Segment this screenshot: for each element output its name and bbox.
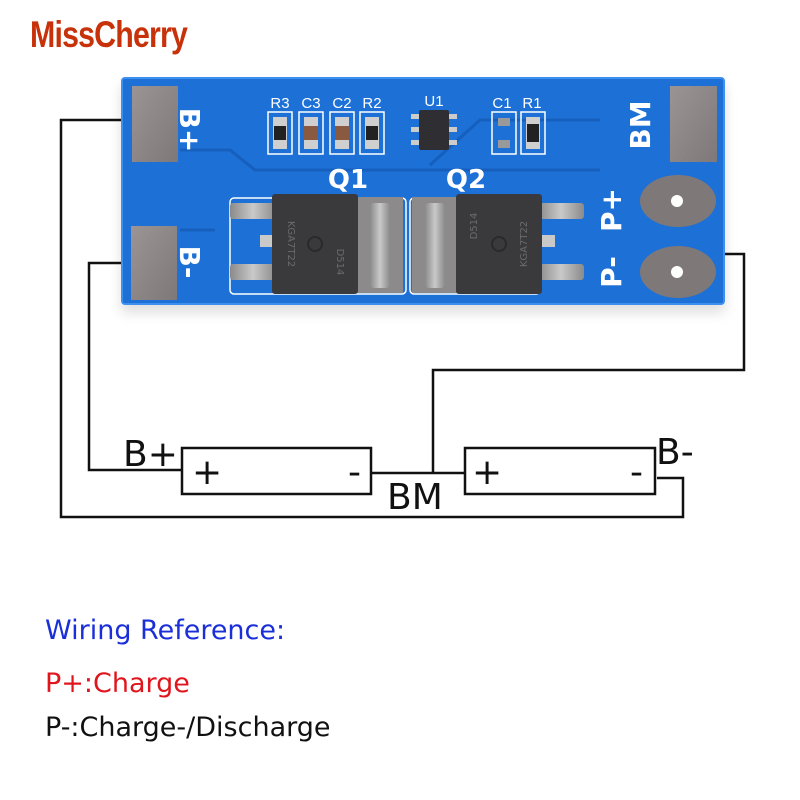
silk-q2: Q2 bbox=[446, 165, 486, 195]
resistor-r3 bbox=[267, 111, 293, 155]
capacitor-c1 bbox=[491, 111, 517, 155]
wiring-reference-p-plus: P+:Charge bbox=[45, 668, 190, 699]
silk-b-minus: B- bbox=[173, 246, 206, 279]
silk-bm: BM bbox=[624, 100, 657, 149]
label-b-minus: B- bbox=[656, 432, 694, 473]
silk-c1: C1 bbox=[492, 95, 511, 112]
wiring-reference-p-minus: P-:Charge-/Discharge bbox=[45, 712, 331, 743]
q1-date-marking: D514 bbox=[334, 249, 345, 276]
silk-r2: R2 bbox=[362, 95, 381, 112]
silk-c2: C2 bbox=[332, 95, 351, 112]
pad-b-minus bbox=[131, 226, 177, 300]
wiring-reference-title: Wiring Reference: bbox=[45, 615, 286, 646]
pad-p-minus bbox=[640, 246, 716, 298]
chip-u1 bbox=[411, 110, 457, 150]
label-bm: BM bbox=[387, 477, 443, 518]
pad-bm bbox=[670, 86, 717, 162]
resistor-r2 bbox=[359, 111, 385, 155]
silk-q1: Q1 bbox=[328, 165, 368, 195]
silk-r3: R3 bbox=[270, 95, 289, 112]
brand-logo: MissCherry bbox=[30, 14, 188, 55]
mosfet-q2: D514 KGA7T22 bbox=[409, 194, 584, 295]
wire-bplus-outer bbox=[59, 118, 685, 519]
q2-part-marking: KGA7T22 bbox=[519, 221, 530, 267]
wire-pminus-bm bbox=[431, 252, 746, 472]
silk-r1: R1 bbox=[522, 95, 541, 112]
resistor-r1 bbox=[520, 111, 546, 155]
mosfet-q1: KGA7T22 D514 bbox=[229, 194, 407, 295]
silk-u1: U1 bbox=[424, 93, 443, 110]
label-b-plus: B+ bbox=[123, 434, 178, 475]
cell-2-plus: + bbox=[472, 452, 502, 493]
pad-b-plus bbox=[132, 86, 178, 162]
battery-cell-1: + - bbox=[180, 446, 373, 496]
cell-1-plus: + bbox=[192, 452, 222, 493]
silk-p-minus: P- bbox=[595, 256, 628, 288]
capacitor-c3 bbox=[298, 111, 324, 155]
cell-2-minus: - bbox=[630, 452, 643, 493]
silk-c3: C3 bbox=[301, 95, 320, 112]
wire-bminus-cell bbox=[87, 261, 182, 472]
silk-b-plus: B+ bbox=[173, 108, 206, 153]
pad-p-plus bbox=[640, 175, 716, 227]
q2-date-marking: D514 bbox=[469, 213, 480, 240]
cell-1-minus: - bbox=[348, 452, 361, 493]
q1-part-marking: KGA7T22 bbox=[285, 221, 296, 267]
silk-p-plus: P+ bbox=[595, 188, 628, 232]
battery-cell-2: + - bbox=[463, 446, 657, 496]
capacitor-c2 bbox=[329, 111, 355, 155]
